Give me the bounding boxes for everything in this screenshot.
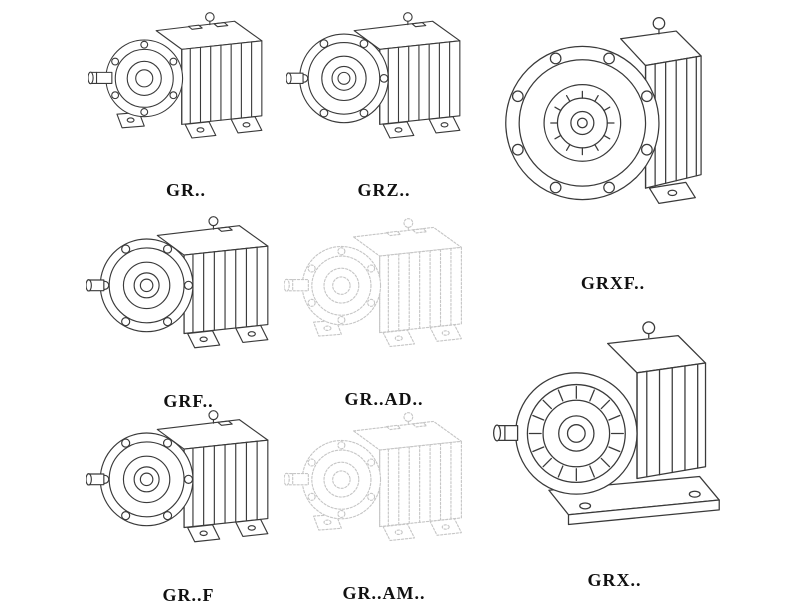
gearbox-label-grz: GRZ.. [357, 180, 411, 200]
gearbox-label-gr-am: GR..AM.. [342, 583, 426, 603]
gearbox-drawing-gr-ad [284, 216, 484, 377]
gearbox-label-gr: GR.. [166, 180, 206, 200]
gearbox-label-gr-ad: GR..AD.. [344, 389, 424, 409]
gearbox-drawing-gr-am [284, 410, 484, 571]
gearbox-label-grf: GRF.. [163, 391, 214, 411]
gearbox-figure-gr-f: GR..F [86, 408, 291, 606]
gearbox-label-grxf: GRXF.. [580, 273, 646, 293]
gearbox-label-gr-f: GR..F [162, 585, 215, 605]
gearbox-figure-grf: GRF.. [86, 214, 291, 412]
gearbox-figure-grxf: GRXF.. [498, 10, 728, 294]
gearbox-figure-grx: GRX.. [492, 318, 737, 591]
gearbox-drawing-grz [286, 10, 482, 168]
gearbox-drawing-gr-f [86, 408, 291, 573]
gearbox-drawing-grx [492, 318, 737, 548]
gearbox-figure-grz: GRZ.. [286, 10, 482, 201]
gearbox-label-grx: GRX.. [587, 570, 642, 590]
gearbox-figure-gr-am: GR..AM.. [284, 410, 484, 604]
gearbox-drawing-grxf [498, 10, 728, 235]
gearbox-drawing-grf [86, 214, 291, 379]
gearbox-drawing-gr [88, 10, 284, 168]
gearbox-figure-gr-ad: GR..AD.. [284, 216, 484, 410]
gearbox-figure-gr: GR.. [88, 10, 284, 201]
